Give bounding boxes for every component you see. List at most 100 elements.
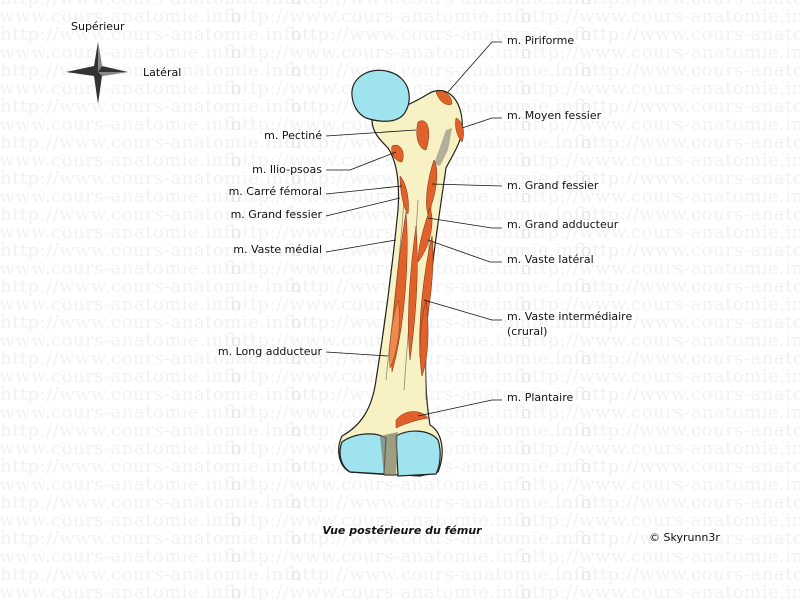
watermark-text: http://www.cours-anatomie.info (580, 168, 800, 189)
watermark-text: http://www.cours-anatomie.info (520, 42, 800, 63)
label-vaste-intermediaire: m. Vaste intermédiaire (507, 310, 632, 323)
piriforme-insertion (435, 90, 453, 105)
watermark-text: http://www.cours-anatomie.info (580, 60, 800, 81)
label-ilio-psoas: m. Ilio-psoas (252, 163, 322, 176)
watermark-text: http://www.cours-anatomie.info (580, 204, 800, 225)
labels-left: m. Pectiné m. Ilio-psoas m. Carré fémora… (218, 129, 323, 358)
watermark-text: http://www.cours-anatomie.info (580, 0, 800, 9)
watermark-text: http://www.cours-anatomie.info (290, 528, 592, 549)
credit-text: © Skyrunn3r (649, 531, 720, 544)
watermark-text: http://www.cours-anatomie.info (520, 258, 800, 279)
watermark-text: http://www.cours-anatomie.info (0, 0, 302, 9)
grand-adducteur-insertion (417, 207, 433, 263)
watermark-text: http://www.cours-anatomie.info (580, 564, 800, 585)
watermark-text: http://www.cours-anatomie.info (580, 96, 800, 117)
label-grand-fessier-left: m. Grand fessier (231, 208, 323, 221)
medial-condyle (339, 433, 387, 475)
watermark-text: http://www.cours-anatomie.info (0, 204, 302, 225)
watermark-text: http://www.cours-anatomie.info (0, 6, 242, 27)
watermark-text: http://www.cours-anatomie.info (290, 24, 592, 45)
watermark-text: http://www.cours-anatomie.info (580, 384, 800, 405)
watermark-text: http://www.cours-anatomie.info (580, 420, 800, 441)
watermark-text: http://www.cours-anatomie.info (0, 564, 302, 585)
watermark-text: http://www.cours-anatomie.info (230, 42, 532, 63)
label-long-adducteur: m. Long adducteur (218, 345, 323, 358)
watermark-text: http://www.cours-anatomie.info (0, 222, 242, 243)
compass-lateral-label: Latéral (143, 66, 181, 79)
watermark-text: http://www.cours-anatomie.info (0, 474, 242, 495)
lateral-condyle (395, 430, 441, 477)
labels-right: m. Piriforme m. Moyen fessier m. Grand f… (507, 34, 632, 404)
pectine-insertion (416, 120, 429, 151)
watermark-text: http://www.cours-anatomie.info (0, 240, 302, 261)
watermark-text: http://www.cours-anatomie.info (520, 78, 800, 99)
watermark-text: http://www.cours-anatomie.info (580, 312, 800, 333)
carre-femoral-insertion (399, 175, 409, 215)
watermark-text: http://www.cours-anatomie.info (290, 384, 592, 405)
watermark-text: http://www.cours-anatomie.info (290, 276, 592, 297)
watermark-text: http://www.cours-anatomie.info (0, 60, 302, 81)
label-vaste-intermediaire-crural: (crural) (507, 325, 547, 338)
watermark-text: http://www.cours-anatomie.info (0, 258, 242, 279)
watermark-text: http://www.cours-anatomie.info (520, 114, 800, 135)
watermark-text: http://www.cours-anatomie.info (580, 492, 800, 513)
watermark-text: http://www.cours-anatomie.info (230, 222, 532, 243)
watermark-text: http://www.cours-anatomie.info (0, 78, 242, 99)
compass-star-icon (66, 42, 128, 104)
watermark-text: http://www.cours-anatomie.info (230, 546, 532, 567)
watermark-text: http://www.cours-anatomie.info (0, 168, 302, 189)
watermark-text: http://www.cours-anatomie.info (0, 330, 242, 351)
watermark-text: http://www.cours-anatomie.info (520, 150, 800, 171)
watermark-text: http://www.cours-anatomie.info (230, 186, 532, 207)
label-pectine: m. Pectiné (264, 129, 322, 142)
watermark-text: http://www.cours-anatomie.info (0, 132, 302, 153)
watermark-text: http://www.cours-anatomie.info (0, 438, 242, 459)
watermark-text: http://www.cours-anatomie.info (520, 6, 800, 27)
watermark-text: http://www.cours-anatomie.info (0, 510, 242, 531)
watermark-text: http://www.cours-anatomie.info (520, 474, 800, 495)
watermark-text: http://www.cours-anatomie.info (230, 510, 532, 531)
vaste-intermediaire-insertion (408, 225, 418, 361)
label-grand-adducteur: m. Grand adducteur (507, 218, 619, 231)
watermark-text: http://www.cours-anatomie.info (0, 366, 242, 387)
label-vaste-medial: m. Vaste médial (233, 243, 322, 256)
watermark-text: http://www.cours-anatomie.info (580, 276, 800, 297)
watermark-text: http://www.cours-anatomie.info (230, 330, 532, 351)
watermark-text: http://www.cours-anatomie.info (230, 582, 532, 600)
watermark-text: http://www.cours-anatomie.info (230, 6, 532, 27)
watermark-text: http://www.cours-anatomie.info (0, 150, 242, 171)
ilio-psoas-insertion (391, 144, 404, 163)
label-moyen-fessier: m. Moyen fessier (507, 109, 602, 122)
watermark-text: http://www.cours-anatomie.info (290, 564, 592, 585)
watermark-text: http://www.cours-anatomie.info (520, 186, 800, 207)
watermark-text: http://www.cours-anatomie.info (0, 276, 302, 297)
watermark-text: http://www.cours-anatomie.info (0, 114, 242, 135)
watermark-text: http://www.cours-anatomie.info (0, 528, 302, 549)
label-carre-femoral: m. Carré fémoral (229, 185, 322, 198)
watermark-text: http://www.cours-anatomie.info (230, 150, 532, 171)
watermark-text: http://www.cours-anatomie.info (230, 474, 532, 495)
label-plantaire: m. Plantaire (507, 391, 574, 404)
compass-superior-label: Supérieur (71, 20, 125, 33)
watermark-text: http://www.cours-anatomie.info (0, 582, 242, 600)
label-grand-fessier-right: m. Grand fessier (507, 179, 599, 192)
grand-adducteur-distal (419, 299, 429, 377)
watermark-text: http://www.cours-anatomie.info (0, 456, 302, 477)
watermark-text: http://www.cours-anatomie.info (290, 0, 592, 9)
muscle-insertions (389, 90, 464, 429)
watermark-text: http://www.cours-anatomie.info (580, 132, 800, 153)
watermark-text: http://www.cours-anatomie.info (0, 186, 242, 207)
watermark-text: http://www.cours-anatomie.info (520, 366, 800, 387)
watermark-text: http://www.cours-anatomie.info (290, 204, 592, 225)
watermark-text: http://www.cours-anatomie.info (0, 96, 302, 117)
watermark-text: http://www.cours-anatomie.info (230, 258, 532, 279)
watermark-text: http://www.cours-anatomie.info (0, 420, 302, 441)
watermark-text: http://www.cours-anatomie.info (0, 384, 302, 405)
watermark-text: http://www.cours-anatomie.info (0, 42, 242, 63)
watermark-text: http://www.cours-anatomie.info (580, 24, 800, 45)
watermark-text: http://www.cours-anatomie.info (0, 402, 242, 423)
moyen-fessier-insertion (455, 117, 464, 143)
watermark-text: http://www.cours-anatomie.info (520, 294, 800, 315)
watermark-text: http://www.cours-anatomie.info (290, 492, 592, 513)
